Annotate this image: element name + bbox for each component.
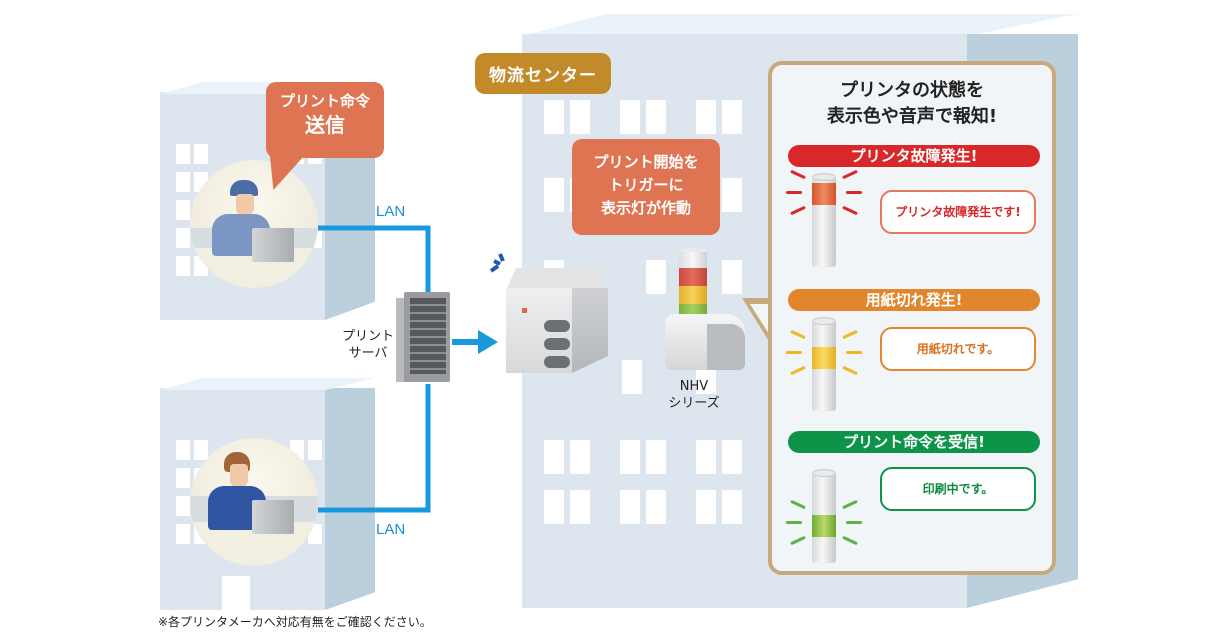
light-ray-icon: [846, 521, 862, 524]
monitor-icon: [252, 228, 294, 262]
worker-cap-icon: [230, 180, 258, 196]
tower-yellow-tier: [679, 286, 707, 304]
light-ray-icon: [842, 329, 858, 340]
light-ray-icon: [790, 169, 806, 180]
state-heading-printer-failure: プリンタ故障発生!: [788, 145, 1040, 167]
lit-segment-green: [812, 515, 836, 537]
print-server-icon: [396, 292, 452, 384]
panel-title-line2: 表示色や音声で報知!: [826, 106, 998, 127]
light-ray-icon: [786, 191, 802, 194]
nhv-series-label: NHV シリーズ: [668, 379, 720, 411]
lan-label-top: LAN: [376, 203, 406, 220]
signal-tower-red-lit: [812, 173, 836, 267]
signal-tower-green-lit: [812, 469, 836, 563]
worker-portrait-bottom: [190, 438, 318, 566]
lan-line-top: [318, 225, 431, 300]
status-notification-panel: プリンタの状態を 表示色や音声で報知! プリンタ故障発生! プリンタ故障発生です…: [768, 61, 1056, 575]
light-ray-icon: [846, 351, 862, 354]
monitor-icon: [252, 500, 294, 534]
print-command-line1: プリント命令: [279, 92, 370, 110]
light-ray-icon: [786, 521, 802, 524]
light-ray-icon: [842, 169, 858, 180]
lan-line-bottom: [318, 384, 431, 513]
trigger-callout: プリント開始を トリガーに 表示灯が作動: [572, 139, 720, 235]
light-ray-icon: [790, 329, 806, 340]
printer-activity-icon: [489, 253, 505, 273]
light-ray-icon: [842, 535, 858, 546]
print-command-line2: 送信: [305, 112, 345, 137]
lan-label-bottom: LAN: [376, 521, 406, 538]
panel-title-line1: プリンタの状態を: [840, 80, 984, 101]
worker-portrait-top: [190, 160, 318, 288]
light-ray-icon: [846, 191, 862, 194]
print-server-label: プリント サーバ: [341, 329, 394, 361]
lit-segment-yellow: [812, 347, 836, 369]
print-command-callout: プリント命令 送信: [266, 82, 384, 158]
tower-red-tier: [679, 268, 707, 286]
printer-icon: [500, 258, 615, 376]
state-message-paper-out: 用紙切れです。: [880, 327, 1036, 371]
light-ray-icon: [790, 499, 806, 510]
arrow-to-printer-icon: [478, 330, 498, 354]
light-ray-icon: [790, 365, 806, 376]
light-ray-icon: [842, 365, 858, 376]
light-ray-icon: [786, 351, 802, 354]
state-message-printer-failure: プリンタ故障発生です!: [880, 190, 1036, 234]
light-ray-icon: [790, 205, 806, 216]
state-heading-print-received: プリント命令を受信!: [788, 431, 1040, 453]
signal-tower-yellow-lit: [812, 317, 836, 411]
state-heading-paper-out: 用紙切れ発生!: [788, 289, 1040, 311]
printer-status-led: [522, 308, 527, 313]
light-ray-icon: [842, 205, 858, 216]
logistics-center-tag: 物流センター: [475, 53, 611, 94]
light-ray-icon: [842, 499, 858, 510]
footnote: ※各プリンタメーカへ対応有無をご確認ください。: [158, 615, 432, 629]
nhv-signal-tower-icon: [665, 248, 745, 370]
light-ray-icon: [790, 535, 806, 546]
lit-segment-red: [812, 183, 836, 205]
state-message-print-received: 印刷中です。: [880, 467, 1036, 511]
